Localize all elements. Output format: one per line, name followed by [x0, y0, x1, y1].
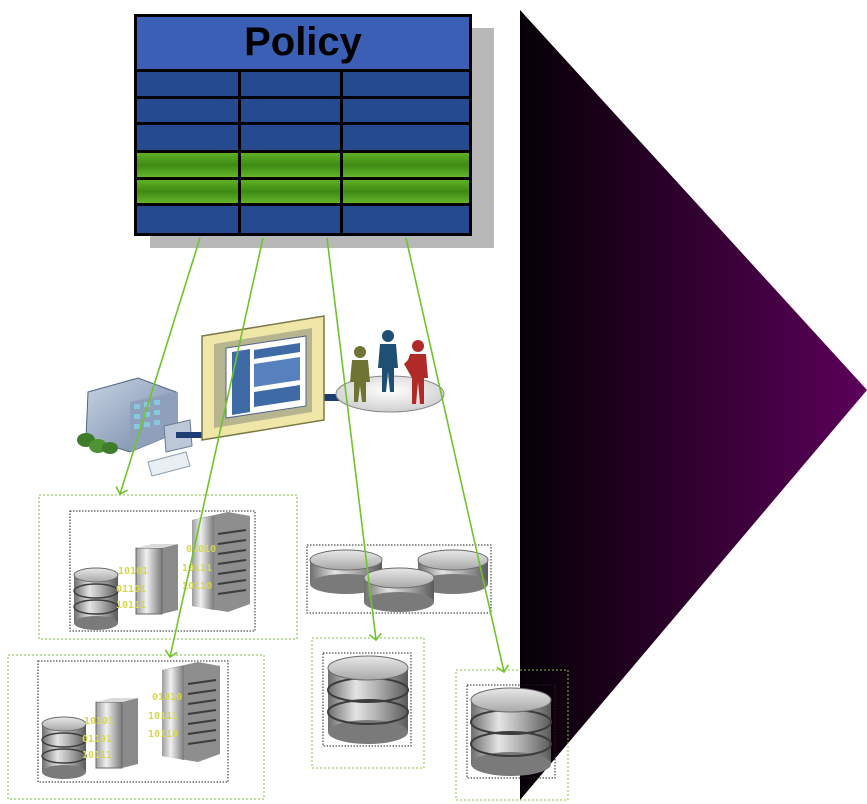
arrow-to-cluster-top [115, 237, 201, 496]
gradient-wedge [520, 10, 867, 800]
binary-stream: 10111 [82, 750, 112, 761]
users-group-icon [335, 330, 445, 413]
binary-stream: 10110 [182, 581, 212, 592]
binary-stream: 10110 [148, 729, 178, 740]
database-frame-outer [455, 669, 569, 801]
policy-table-rows [137, 72, 469, 233]
policy-table [134, 14, 494, 248]
database-icon [455, 669, 569, 801]
arrow-to-cluster-bottom [164, 237, 264, 659]
binary-stream: 10101 [84, 716, 114, 727]
arrow-to-database-middle [326, 237, 382, 642]
cluster-frame-inner [37, 660, 229, 783]
binary-stream: 01101 [116, 584, 146, 595]
database-server-cluster-icon: 01010 10111 10110 10101 01101 10111 [38, 494, 298, 640]
building-icon [77, 377, 208, 477]
policy-row-highlight [137, 153, 238, 177]
binary-stream: 01010 [152, 692, 182, 703]
binary-stream: 10111 [148, 711, 178, 722]
binary-stream: 10101 [118, 566, 148, 577]
policy-title: Policy [244, 19, 362, 64]
cluster-frame-inner [69, 510, 256, 632]
database-frame-inner [322, 652, 412, 747]
network-link [316, 394, 352, 401]
database-frame-inner [466, 684, 556, 779]
database-server-cluster-icon: 01010 10111 10110 10101 01101 10111 [7, 654, 265, 800]
application-window-icon [201, 315, 325, 441]
database-icon [311, 637, 425, 769]
policy-row-highlight [137, 180, 238, 203]
database-frame-outer [311, 637, 425, 769]
binary-stream: 10111 [182, 563, 212, 574]
binary-stream: 01010 [186, 544, 216, 555]
binary-stream: 10111 [116, 600, 146, 611]
policy-table-header [137, 17, 469, 69]
cluster-frame-outer [7, 654, 265, 800]
arrow-to-database-right [405, 237, 510, 674]
distribution-arrows [115, 237, 510, 674]
database-disks-icon [306, 544, 492, 614]
cluster-frame-outer [38, 494, 298, 640]
binary-stream: 01101 [82, 734, 112, 745]
